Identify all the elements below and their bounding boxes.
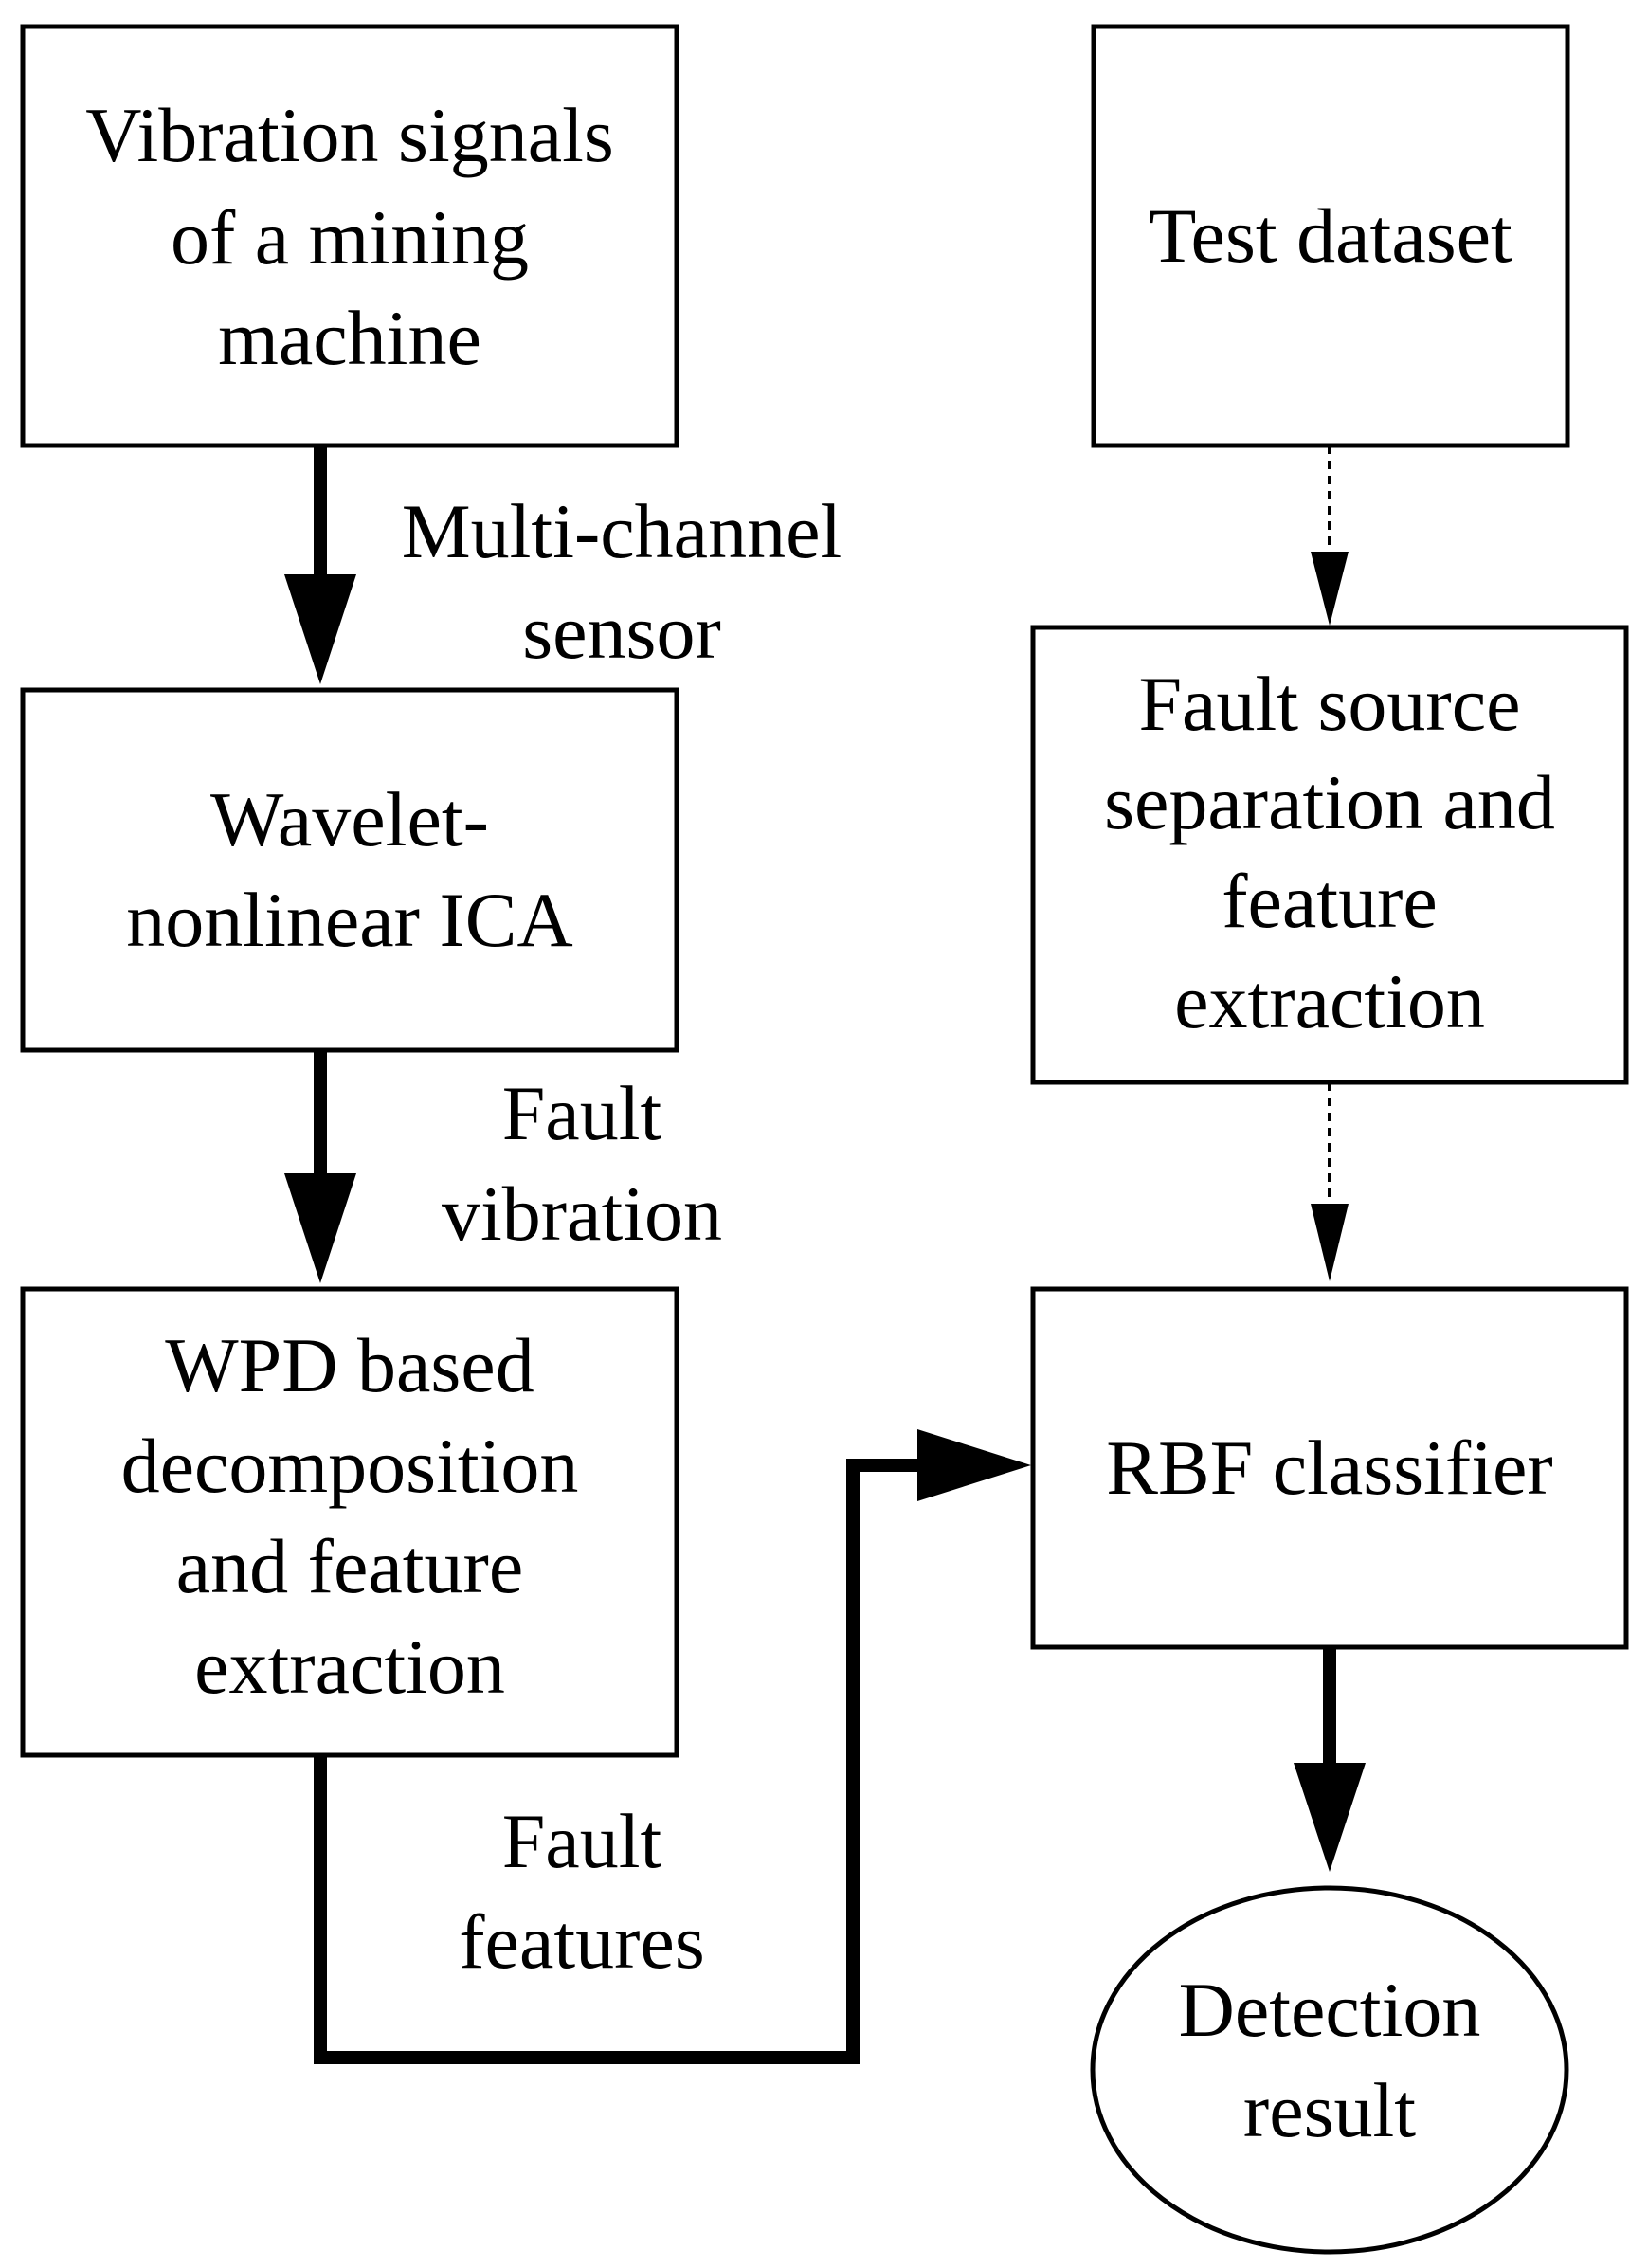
node-wpd-line-2: decomposition — [121, 1423, 579, 1509]
node-detection-result-line-1: Detection — [1179, 1967, 1481, 2053]
edge-wpd-to-rbf — [314, 1429, 1031, 2064]
edge-signals-to-ica — [284, 439, 356, 684]
node-test-dataset-line-1: Test dataset — [1149, 192, 1512, 279]
label-fault-vibration-line-2: vibration — [442, 1170, 722, 1257]
node-wavelet-ica-line-1: Wavelet- — [210, 776, 489, 862]
label-multi-channel-sensor: Multi-channel sensor — [402, 488, 842, 675]
node-fault-source: Fault source separation and feature extr… — [1030, 625, 1629, 1085]
node-fault-source-line-4: extraction — [1174, 958, 1485, 1044]
node-vibration-signals-line-3: machine — [218, 295, 481, 381]
node-detection-result-line-2: result — [1243, 2067, 1416, 2153]
edge-test-to-faultsource — [1311, 445, 1349, 626]
node-wavelet-ica: Wavelet- nonlinear ICA — [20, 687, 679, 1053]
label-multi-channel-line-1: Multi-channel — [402, 488, 842, 574]
label-fault-vibration-line-1: Fault — [502, 1070, 662, 1156]
node-test-dataset: Test dataset — [1091, 24, 1570, 448]
node-fault-source-line-2: separation and — [1104, 759, 1555, 845]
node-wpd-line-1: WPD based — [165, 1322, 534, 1408]
node-vibration-signals: Vibration signals of a mining machine — [20, 24, 679, 448]
label-fault-features-line-2: features — [459, 1898, 705, 1985]
node-rbf-classifier: RBF classifier — [1030, 1286, 1629, 1650]
label-fault-features-line-1: Fault — [502, 1798, 662, 1884]
node-rbf-classifier-line-1: RBF classifier — [1106, 1424, 1552, 1511]
node-fault-source-line-1: Fault source — [1138, 661, 1520, 747]
label-fault-features: Fault features — [459, 1798, 705, 1985]
edge-ica-to-wpd — [284, 1043, 356, 1283]
node-vibration-signals-line-1: Vibration signals — [85, 92, 614, 178]
node-wpd-line-4: extraction — [194, 1624, 505, 1710]
node-wpd-line-3: and feature — [176, 1523, 523, 1609]
edge-rbf-to-detection — [1294, 1641, 1366, 1872]
node-detection-result: Detection result — [1090, 1885, 1569, 2255]
node-fault-source-line-3: feature — [1222, 858, 1438, 944]
label-fault-vibration: Fault vibration — [442, 1070, 722, 1257]
node-vibration-signals-line-2: of a mining — [171, 194, 529, 281]
node-wpd: WPD based decomposition and feature extr… — [20, 1286, 679, 1758]
node-wavelet-ica-line-2: nonlinear ICA — [126, 877, 572, 963]
edge-faultsource-to-rbf — [1311, 1082, 1349, 1281]
label-multi-channel-line-2: sensor — [522, 589, 721, 675]
